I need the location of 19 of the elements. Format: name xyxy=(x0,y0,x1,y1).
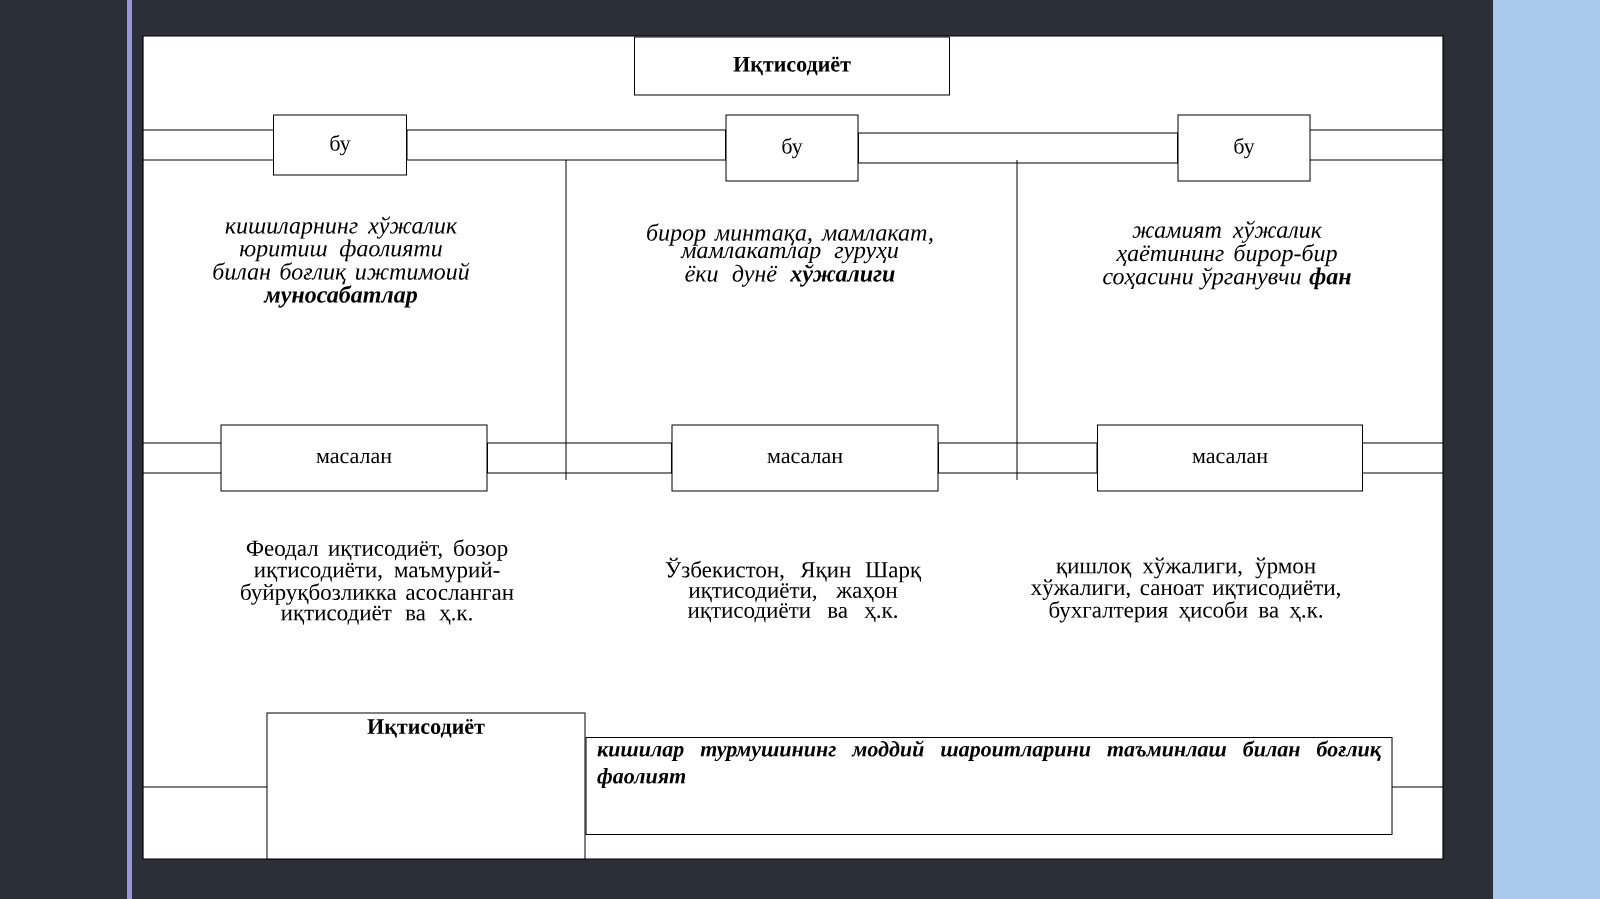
label-box: масалан xyxy=(1097,424,1363,492)
label-box: бу xyxy=(273,114,407,176)
band-connector xyxy=(938,442,1098,474)
definition-box: кишилар турмушининг моддий шароитларини таъминлаш билан боғлиқ фаолият xyxy=(585,737,1393,835)
title-box: Иқтисодиёт xyxy=(634,36,950,96)
band-connector xyxy=(858,132,1178,164)
example-text: Ўзбекистон, Яқин Шарқ иқтисодиёти, жаҳон иқтисодиёти ва ҳ.к. xyxy=(665,557,922,623)
title-box: Иқтисодиёт xyxy=(266,712,586,860)
band-connector xyxy=(487,442,672,474)
label-box: бу xyxy=(1177,114,1311,182)
example-text: Феодал иқтисодиёт, бозор иқтисодиёти, маъмурий-буйруқбозликка асосланган иқтисодиёт ва ҳ.к. xyxy=(241,539,514,625)
label-box: масалан xyxy=(220,424,488,492)
label-box: бу xyxy=(725,114,859,182)
description-text: бирор минтақа, мамлакат, мамлакатлар гуруҳи ёки дунё хўжалиги xyxy=(647,223,933,287)
description-text: жамият хўжалик ҳаётининг бирор-бир соҳасини ўрганувчи фан xyxy=(1103,220,1351,290)
example-text: қишлоқ хўжалиги, ўрмон хўжалиги, саноат иқтисодиёти, бухгалтерия ҳисоби ва ҳ.к. xyxy=(1030,557,1340,623)
label-box: масалан xyxy=(671,424,939,492)
band-connector xyxy=(406,129,726,161)
description-text: кишиларнинг хўжалик юритиш фаолияти билан боғлиқ ижтимоий муносабатлар xyxy=(213,216,470,308)
